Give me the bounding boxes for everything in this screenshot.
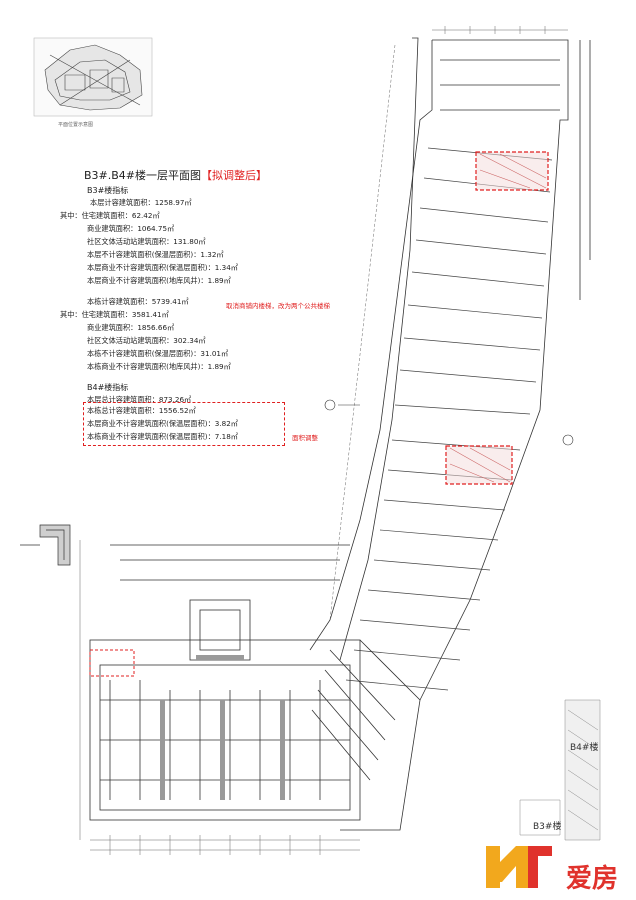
b3-line: 本层商业不计容建筑面积(保温层面积)：1.34㎡ bbox=[87, 263, 238, 272]
b3-line: 商业建筑面积：1064.75㎡ bbox=[87, 224, 175, 233]
b4-highlight-box bbox=[83, 402, 285, 446]
key-plan-caption: 平面位置示意图 bbox=[58, 122, 94, 128]
b4-building-label: B4#楼 bbox=[570, 743, 599, 753]
neighbor-building-hatch bbox=[519, 699, 601, 841]
area-adjustment-note: 面积调整 bbox=[292, 434, 318, 442]
b3-building-label: B3#楼 bbox=[533, 822, 562, 832]
b3-indicators-heading: B3#楼指标 bbox=[87, 186, 129, 195]
b4-indicators-heading: B4#楼指标 bbox=[87, 383, 129, 392]
b4-line: 本栋总计容建筑面积：1556.52㎡ bbox=[87, 406, 196, 415]
b3-line: 本层计容建筑面积：1258.97㎡ bbox=[90, 198, 192, 207]
section-markers bbox=[324, 399, 574, 446]
title-tag: 【拟调整后】 bbox=[201, 169, 268, 182]
adjusted-area-highlights bbox=[89, 151, 549, 677]
b3-building-line: 商业建筑面积：1856.66㎡ bbox=[87, 323, 175, 332]
b3-building-outline bbox=[89, 544, 421, 831]
b4-line: 本栋商业不计容建筑面积(保温层面积)：7.18㎡ bbox=[87, 432, 238, 441]
b4-line: 本层商业不计容建筑面积(保温层面积)：3.82㎡ bbox=[87, 419, 238, 428]
wall-section-detail bbox=[20, 524, 71, 566]
top-dimension-ticks bbox=[329, 26, 568, 621]
b3-line: 本层不计容建筑面积(保温层面积)：1.32㎡ bbox=[87, 250, 224, 259]
b3-line: 社区文体活动站建筑面积：131.80㎡ bbox=[87, 237, 206, 246]
title-main: B3#.B4#楼一层平面图 bbox=[84, 169, 202, 182]
b3-building-line: 其中：住宅建筑面积：3581.41㎡ bbox=[60, 310, 169, 319]
b3-line: 其中：住宅建筑面积：62.42㎡ bbox=[60, 211, 160, 220]
bottom-dimension-line bbox=[79, 540, 360, 855]
b4-line: 本层总计容建筑面积：873.26㎡ bbox=[87, 395, 192, 404]
key-plan-thumbnail bbox=[33, 37, 153, 117]
b3-building-line: 本栋不计容建筑面积(保温层面积)：31.01㎡ bbox=[87, 349, 229, 358]
b3-building-line: 本栋计容建筑面积：5739.41㎡ bbox=[87, 297, 189, 306]
stair-adjustment-note: 取消商铺内楼梯，改为两个公共楼梯 bbox=[226, 302, 330, 310]
b3-building-line: 社区文体活动站建筑面积：302.34㎡ bbox=[87, 336, 206, 345]
drawing-title: B3#.B4#楼一层平面图【拟调整后】 bbox=[84, 167, 267, 183]
b3-building-line: 本栋商业不计容建筑面积(地库风井)：1.89㎡ bbox=[87, 362, 231, 371]
wall-hatching bbox=[160, 655, 285, 800]
b4-building-outline bbox=[309, 37, 591, 701]
logo-text: 爱房 bbox=[566, 864, 619, 894]
b3-line: 本层商业不计容建筑面积(地库风井)：1.89㎡ bbox=[87, 276, 231, 285]
